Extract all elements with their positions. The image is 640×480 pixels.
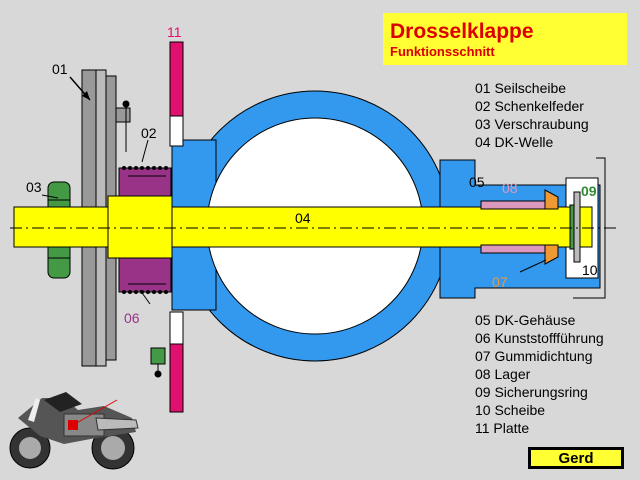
legend-item: 02 Schenkelfeder (475, 98, 584, 114)
logo-text: Gerd (558, 450, 593, 467)
legend-item: 11 Platte (475, 420, 529, 436)
legend-item: 04 DK-Welle (475, 134, 554, 150)
legend-item: 05 DK-Gehäuse (475, 312, 576, 328)
label-01: 01 (52, 61, 68, 77)
washer-10 (573, 191, 581, 263)
spring-anchor (150, 347, 166, 365)
label-10: 10 (582, 262, 598, 278)
label-05: 05 (469, 174, 485, 190)
circlip-09 (569, 204, 575, 250)
legend-item: 09 Sicherungsring (475, 384, 588, 400)
subtitle: Funktionsschnitt (390, 44, 495, 59)
seal-07 (544, 189, 559, 265)
label-07: 07 (492, 274, 508, 290)
legend-bottom: 05 DK-Gehäuse 06 Kunststoffführung 07 Gu… (475, 312, 604, 436)
label-06: 06 (124, 310, 140, 326)
motorcycle-icon (9, 392, 139, 470)
legend-item: 08 Lager (475, 366, 531, 382)
legend-top: 01 Seilscheibe 02 Schenkelfeder 03 Versc… (475, 80, 589, 150)
label-08: 08 (502, 180, 518, 196)
legend-item: 10 Scheibe (475, 402, 545, 418)
plate-11 (169, 41, 184, 413)
title: Drosselklappe (390, 20, 534, 43)
label-11: 11 (167, 24, 182, 40)
label-04: 04 (295, 210, 311, 226)
shaft-04 (13, 195, 593, 259)
legend-item: 01 Seilscheibe (475, 80, 566, 96)
legend-item: 06 Kunststoffführung (475, 330, 604, 346)
legend-item: 07 Gummidichtung (475, 348, 593, 364)
title-box (383, 13, 627, 65)
legend-item: 03 Verschraubung (475, 116, 589, 132)
label-03: 03 (26, 179, 42, 195)
label-09: 09 (581, 183, 597, 199)
gerd-logo: Gerd (528, 447, 624, 469)
label-02: 02 (141, 125, 157, 141)
